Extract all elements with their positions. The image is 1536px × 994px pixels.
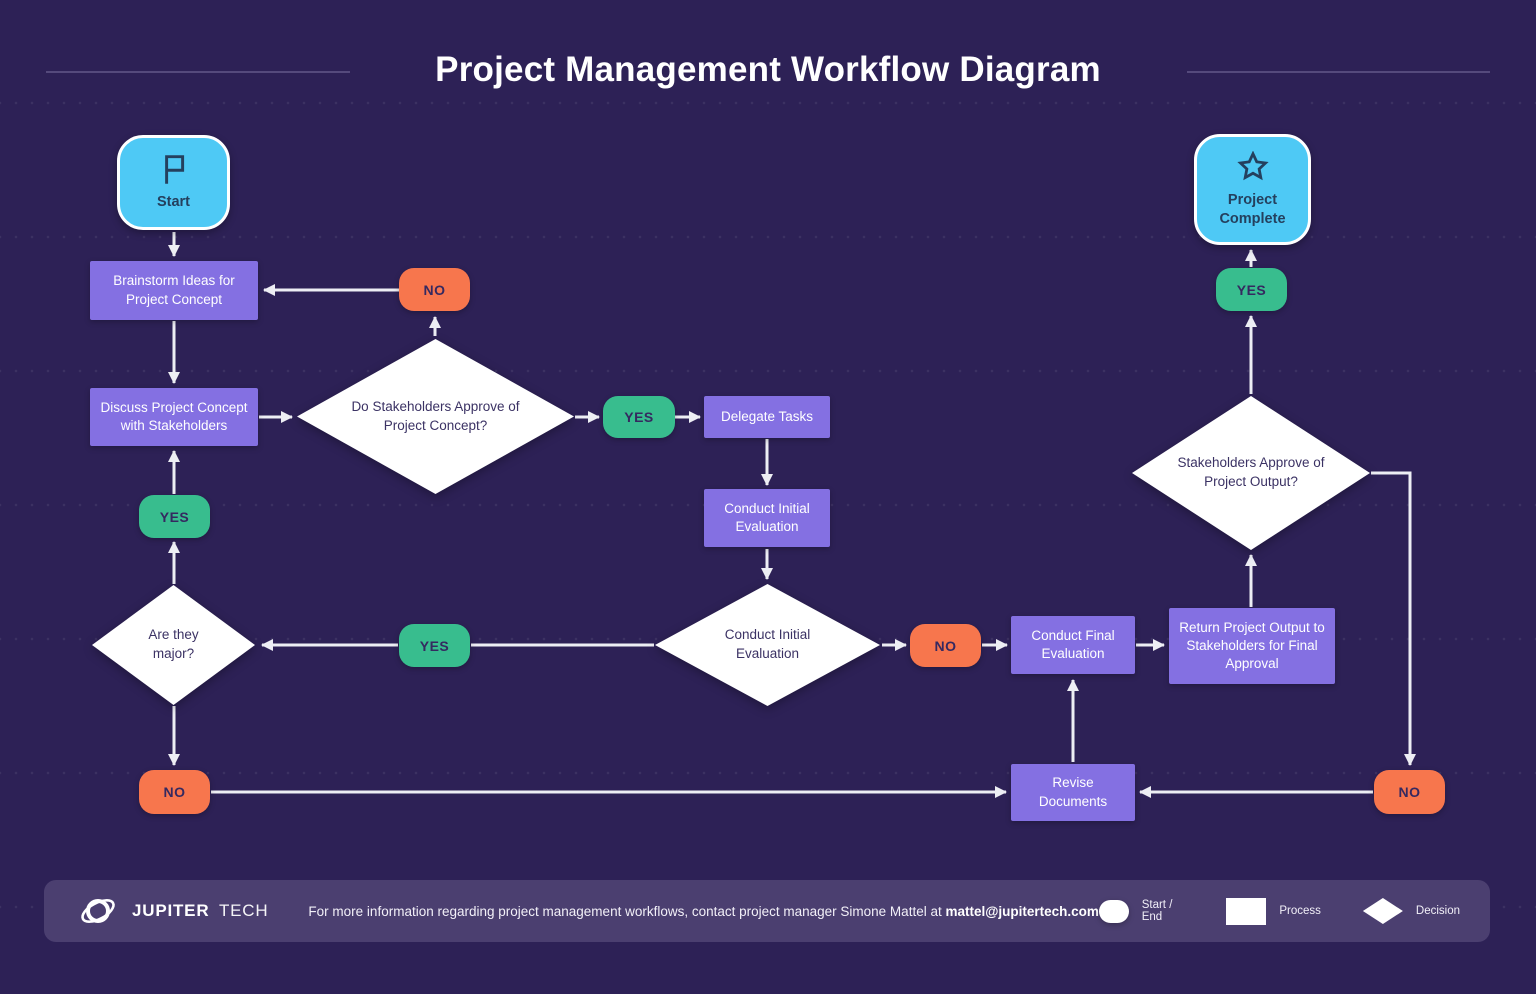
conduct-final-evaluation-label: Conduct Final Evaluation [1031, 627, 1115, 661]
return-project-output-process: Return Project Output to Stakeholders fo… [1169, 608, 1335, 684]
legend: Start / End Process Decision [1098, 897, 1460, 925]
footer-bar: JUPITER TECH For more information regard… [44, 880, 1490, 942]
approve-output-decision: Stakeholders Approve of Project Output? [1132, 396, 1370, 550]
start-end-shape-icon [1098, 899, 1129, 923]
return-project-output-label: Return Project Output to Stakeholders fo… [1179, 619, 1325, 672]
conduct-initial-evaluation-decision: Conduct Initial Evaluation [655, 584, 880, 706]
project-complete-node: Project Complete [1194, 134, 1311, 245]
approve-concept-label: Do Stakeholders Approve of Project Conce… [351, 398, 520, 433]
brand: JUPITER TECH [78, 891, 268, 931]
yes-label: YES [624, 409, 654, 425]
no-label: NO [423, 281, 446, 298]
brand-name-secondary: TECH [218, 901, 269, 920]
are-they-major-label: Are they major? [148, 627, 199, 661]
no-badge-output: NO [1374, 770, 1445, 814]
yes-badge-output: YES [1216, 268, 1287, 311]
no-badge-initial-evaluation: NO [910, 624, 981, 667]
footer-contact-prefix: For more information regarding project m… [308, 903, 946, 919]
legend-start-end-label: Start / End [1141, 899, 1173, 923]
title-divider-left [46, 71, 350, 73]
process-shape-icon [1226, 897, 1267, 925]
approve-output-label: Stakeholders Approve of Project Output? [1177, 455, 1325, 489]
delegate-tasks-label: Delegate Tasks [720, 408, 814, 424]
conduct-final-evaluation-process: Conduct Final Evaluation [1011, 616, 1135, 674]
revise-documents-process: Revise Documents [1011, 764, 1135, 821]
legend-item-process: Process [1226, 897, 1321, 925]
yes-badge-concept: YES [603, 396, 675, 438]
yes-label: YES [419, 637, 450, 654]
brand-name-primary: JUPITER [132, 901, 210, 920]
brainstorm-label: Brainstorm Ideas for Project Concept [113, 273, 235, 307]
legend-decision-label: Decision [1415, 905, 1460, 917]
legend-item-start-end: Start / End [1098, 899, 1184, 923]
no-label: NO [934, 637, 957, 654]
conduct-initial-evaluation-decision-label: Conduct Initial Evaluation [724, 627, 811, 661]
title-divider-right [1187, 71, 1490, 73]
approve-concept-decision: Do Stakeholders Approve of Project Conce… [297, 339, 574, 494]
discuss-label: Discuss Project Concept with Stakeholder… [100, 399, 248, 433]
conduct-initial-evaluation-label: Conduct Initial Evaluation [724, 500, 810, 534]
revise-documents-label: Revise Documents [1038, 775, 1108, 809]
jupiter-logo-icon [81, 899, 115, 923]
legend-item-decision: Decision [1362, 898, 1460, 924]
no-label: NO [1398, 784, 1421, 800]
legend-process-label: Process [1279, 905, 1321, 917]
no-badge-major: NO [139, 770, 210, 814]
no-badge-concept: NO [399, 268, 470, 311]
flag-icon [164, 155, 184, 184]
yes-badge-major: YES [139, 495, 210, 538]
conduct-initial-evaluation-process: Conduct Initial Evaluation [704, 489, 830, 547]
are-they-major-decision: Are they major? [92, 585, 255, 705]
yes-label: YES [159, 508, 190, 525]
no-label: NO [163, 784, 186, 800]
footer-contact-email: mattel@jupitertech.com [945, 903, 1099, 919]
yes-label: YES [1236, 281, 1267, 298]
star-icon [1236, 150, 1269, 180]
discuss-process: Discuss Project Concept with Stakeholder… [90, 388, 258, 446]
connector-lines [168, 232, 1416, 798]
yes-badge-initial-evaluation: YES [399, 624, 470, 667]
page-title: Project Management Workflow Diagram [435, 50, 1101, 89]
decision-shape-icon [1362, 898, 1403, 924]
delegate-tasks-process: Delegate Tasks [704, 396, 830, 438]
project-complete-label: Project Complete [1219, 191, 1286, 227]
brainstorm-process: Brainstorm Ideas for Project Concept [90, 261, 258, 320]
footer-contact-text: For more information regarding project m… [308, 904, 1099, 919]
start-label: Start [156, 194, 191, 211]
brand-name: JUPITER TECH [132, 901, 268, 921]
start-node: Start [117, 135, 230, 230]
